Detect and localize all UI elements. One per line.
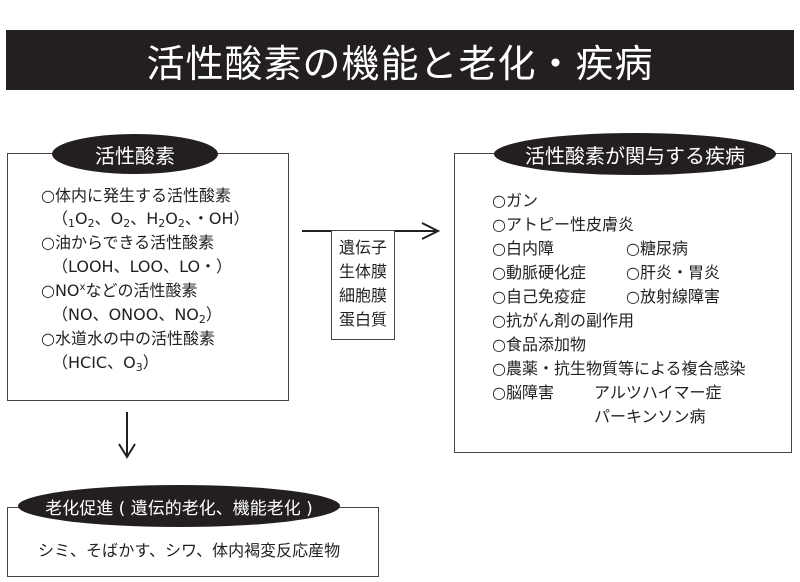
- source-body-line: ○体内に発生する活性酸素: [41, 186, 231, 205]
- reactive-oxygen-box: [7, 153, 289, 401]
- target-item: 蛋白質: [339, 310, 388, 329]
- formula-oil-line: （LOOH、LOO、LO・）: [52, 257, 233, 276]
- disease-item: ○自己免疫症: [492, 287, 586, 306]
- disease-item: ○肝炎・胃炎: [626, 263, 720, 282]
- disease-item: ○食品添加物: [492, 335, 586, 354]
- aging-header: 老化促進 ( 遺伝的老化、機能老化 ): [18, 485, 340, 527]
- arrow-down-icon: [118, 412, 136, 459]
- target-box: [331, 230, 395, 340]
- disease-item: ○放射線障害: [626, 287, 720, 306]
- target-item: 細胞膜: [339, 286, 388, 305]
- formula-body-line: （1O2、O2、H2O2、・OH）: [52, 209, 250, 230]
- source-nox-line: ○NOxなどの活性酸素: [41, 281, 198, 300]
- disease-item: ○農薬・抗生物質等による複合感染: [492, 359, 746, 378]
- disease-item: ○アトピー性皮膚炎: [492, 215, 634, 234]
- disease-header: 活性酸素が関与する疾病: [494, 133, 776, 175]
- disease-item: ○抗がん剤の副作用: [492, 311, 634, 330]
- aging-symptoms: シミ、そばかす、シワ、体内褐変反応産物: [38, 541, 341, 560]
- brain-disease-subitem: パーキンソン病: [594, 407, 706, 426]
- disease-item: ○糖尿病: [626, 239, 688, 258]
- formula-nox-line: （NO、ONOO、NO2）: [52, 305, 222, 326]
- source-tapwater-line: ○水道水の中の活性酸素: [41, 329, 215, 348]
- brain-disease-subitem: アルツハイマー症: [594, 383, 722, 402]
- reactive-oxygen-header: 活性酸素: [52, 134, 218, 174]
- disease-item: ○動脈硬化症: [492, 263, 586, 282]
- target-item: 遺伝子: [339, 238, 388, 257]
- formula-tapwater-line: （HCIC、O3）: [52, 353, 159, 374]
- target-item: 生体膜: [339, 262, 388, 281]
- disease-item: ○脳障害: [492, 383, 554, 402]
- source-oil-line: ○油からできる活性酸素: [41, 233, 215, 252]
- disease-item: ○白内障: [492, 239, 554, 258]
- disease-item: ○ガン: [492, 191, 538, 210]
- page-title: 活性酸素の機能と老化・疾病: [6, 30, 794, 90]
